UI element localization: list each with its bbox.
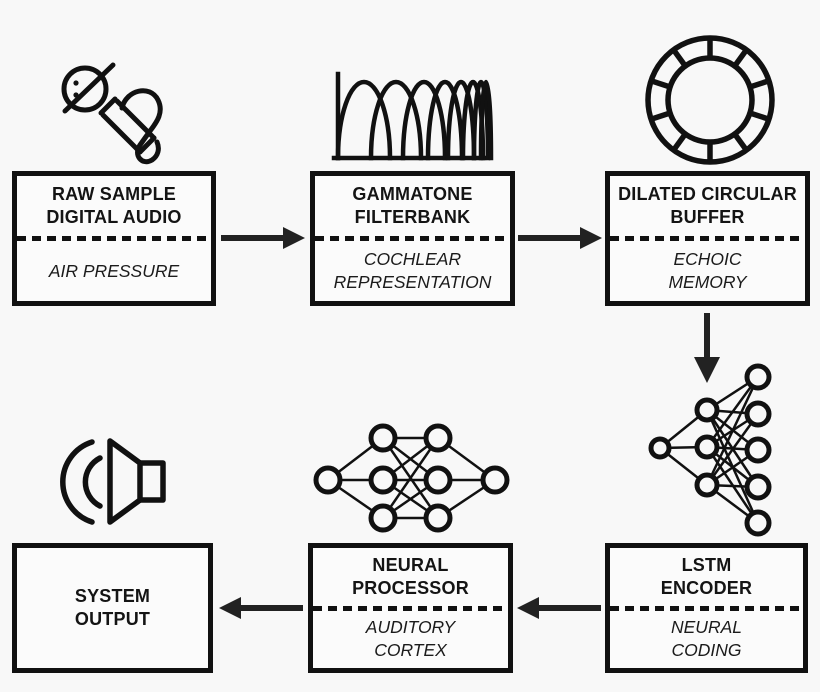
box-subtitle: AUDITORY CORTEX (313, 611, 508, 669)
title-line: BUFFER (670, 207, 745, 227)
subtitle-line: NEURAL (671, 617, 742, 638)
subtitle-line: AUDITORY (365, 617, 456, 638)
subtitle-line: CORTEX (374, 640, 447, 661)
box-title: RAW SAMPLE DIGITAL AUDIO (17, 176, 211, 236)
dashed-divider (17, 236, 211, 241)
box-subtitle: AIR PRESSURE (17, 241, 211, 301)
box-title: LSTM ENCODER (610, 548, 803, 606)
title-line: NEURAL (372, 554, 449, 575)
gammatone-filterbank-icon (330, 70, 494, 165)
microphone-icon (52, 50, 172, 170)
dashed-divider (610, 605, 803, 611)
box-subtitle: NEURAL CODING (610, 611, 803, 669)
title-line: DIGITAL AUDIO (46, 207, 182, 227)
title-line: DILATED CIRCULAR (618, 184, 797, 204)
arrow-raw-to-gammatone (221, 226, 305, 250)
box-raw-sample-digital-audio: RAW SAMPLE DIGITAL AUDIO AIR PRESSURE (12, 171, 216, 306)
title-line: SYSTEM (74, 586, 151, 606)
box-title: GAMMATONE FILTERBANK (315, 176, 510, 236)
box-subtitle: COCHLEAR REPRESENTATION (315, 241, 510, 301)
arrow-buffer-to-lstm (689, 313, 725, 383)
subtitle-line: COCHLEAR (363, 249, 462, 269)
box-dilated-circular-buffer: DILATED CIRCULAR BUFFER ECHOIC MEMORY (605, 171, 810, 306)
title-line: LSTM (681, 554, 732, 575)
speaker-icon (60, 432, 170, 532)
dashed-divider (610, 236, 805, 241)
lstm-network-icon (642, 363, 776, 537)
subtitle-line: MEMORY (668, 272, 747, 292)
title-line: GAMMATONE (352, 184, 473, 204)
box-gammatone-filterbank: GAMMATONE FILTERBANK COCHLEAR REPRESENTA… (310, 171, 515, 306)
box-title: DILATED CIRCULAR BUFFER (610, 176, 805, 236)
subtitle-line: ECHOIC (673, 249, 742, 269)
dashed-divider (315, 236, 510, 241)
title-line: PROCESSOR (352, 577, 469, 598)
dashed-divider (313, 605, 508, 611)
box-subtitle: ECHOIC MEMORY (610, 241, 805, 301)
arrow-processor-to-output (219, 596, 303, 620)
box-neural-processor: NEURAL PROCESSOR AUDITORY CORTEX (308, 543, 513, 673)
box-system-output: SYSTEM OUTPUT (12, 543, 213, 673)
subtitle-line: CODING (671, 640, 742, 661)
arrow-lstm-to-processor (517, 596, 601, 620)
box-lstm-encoder: LSTM ENCODER NEURAL CODING (605, 543, 808, 673)
arrow-gammatone-to-buffer (518, 226, 602, 250)
title-line: ENCODER (660, 577, 753, 598)
subtitle-line: REPRESENTATION (333, 272, 492, 292)
box-title: SYSTEM OUTPUT (17, 548, 208, 668)
title-line: OUTPUT (74, 609, 151, 629)
subtitle-line: AIR PRESSURE (48, 260, 180, 281)
neural-network-icon (312, 423, 512, 539)
dilated-ring-icon (643, 33, 777, 167)
box-title: NEURAL PROCESSOR (313, 548, 508, 606)
title-line: RAW SAMPLE (51, 184, 176, 204)
title-line: FILTERBANK (354, 207, 471, 227)
